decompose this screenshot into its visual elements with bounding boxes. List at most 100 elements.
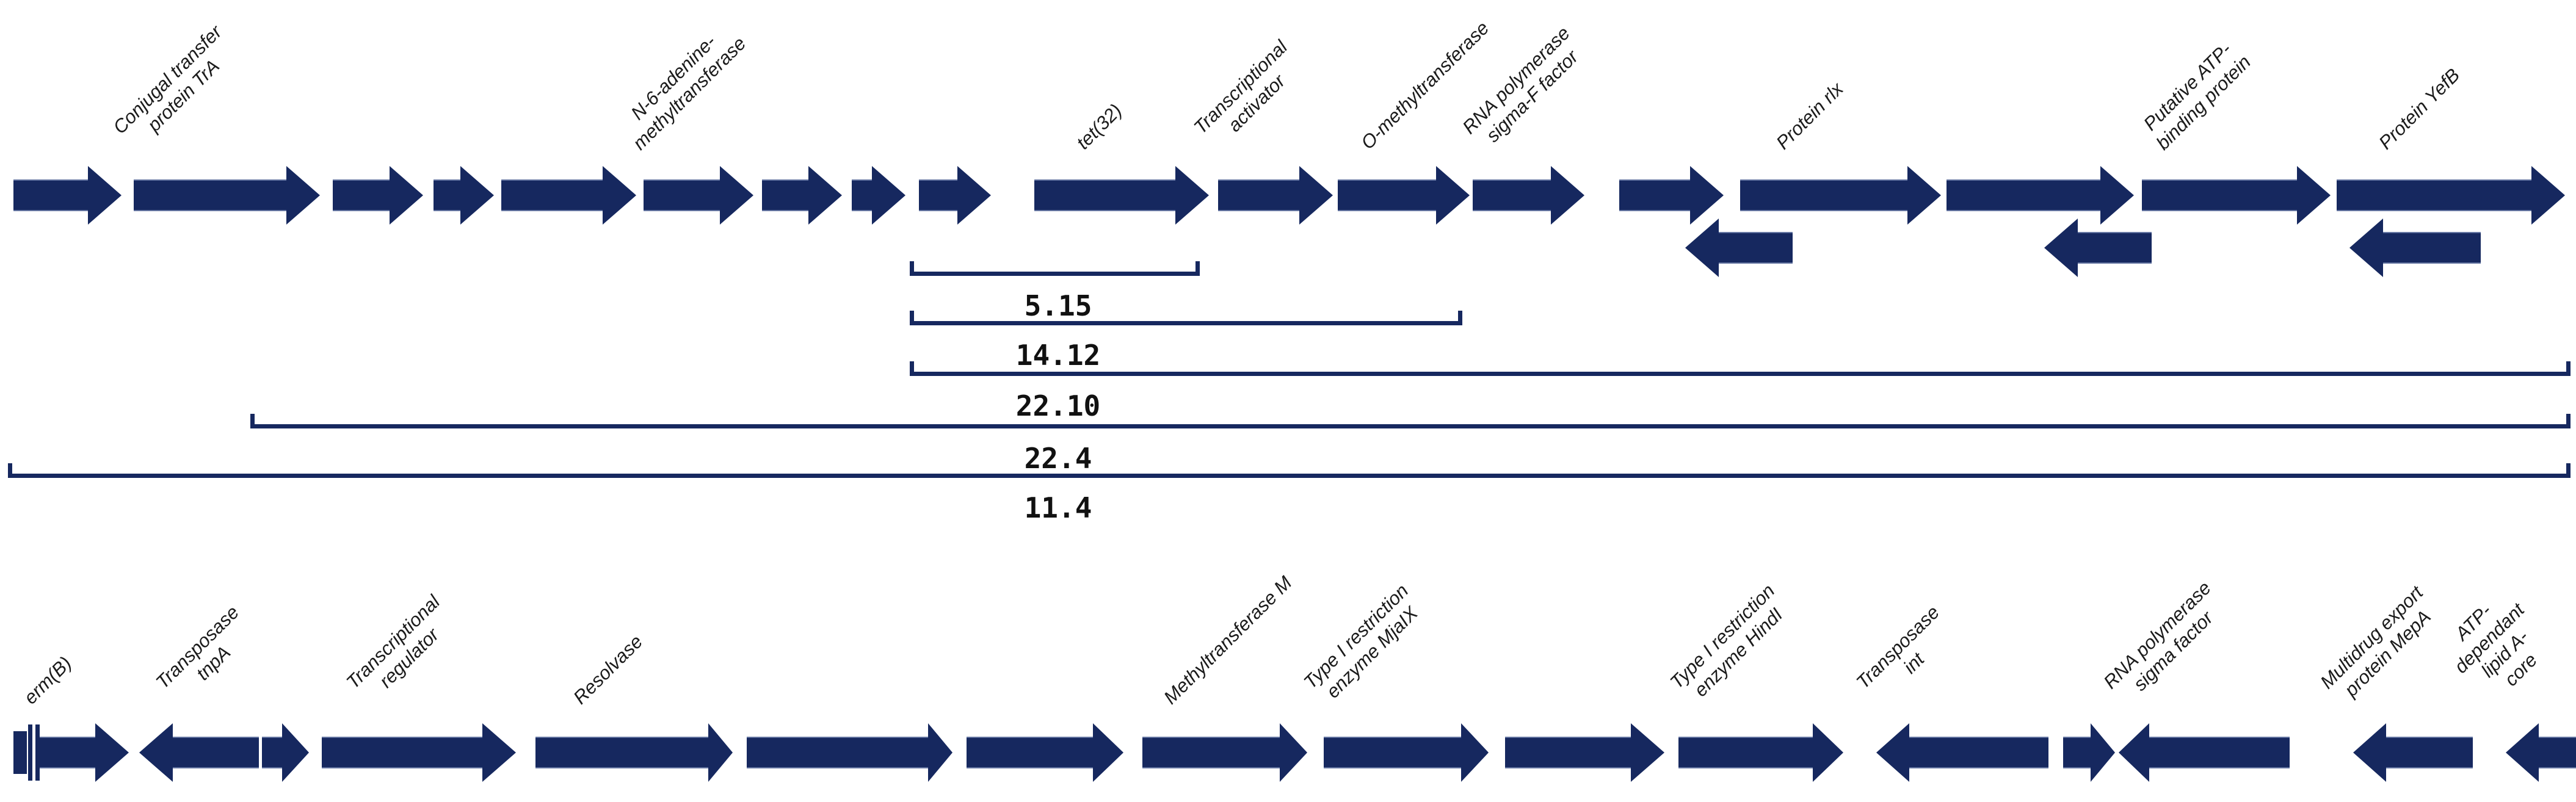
boundary-bar-2 — [35, 724, 40, 781]
arrow-head-right — [1690, 166, 1724, 225]
gene-label-type-i-restriction-enzyme-mjaix: Type I restriction enzyme MjaIX — [1299, 579, 1422, 703]
arrow-head-right — [1461, 723, 1489, 782]
gene-arrow-body — [1473, 179, 1551, 211]
arrow-head-right — [720, 166, 753, 225]
gene-arrow-bot-6 — [747, 723, 952, 782]
gene-arrow-body — [173, 737, 259, 768]
boundary-bar-1 — [28, 724, 32, 781]
arrow-head-right — [1907, 166, 1941, 225]
gene-arrow-top-10 — [1034, 166, 1209, 225]
arrow-head-right — [1813, 723, 1843, 782]
gene-arrow-body — [1324, 737, 1461, 768]
gene-arrow-bot-1 — [40, 723, 129, 782]
gene-label-transcriptional-regulator: Transcriptional regulator — [342, 591, 444, 693]
gene-label-transcriptional-activator: Transcriptional activator — [1189, 36, 1292, 139]
arrow-head-left — [1876, 723, 1909, 782]
gene-arrow-body — [262, 737, 282, 768]
gene-arrow-bot-14 — [2119, 723, 2290, 782]
gene-arrow-top-8 — [852, 166, 905, 225]
gene-arrow-top-rev-1 — [1685, 219, 1793, 277]
gene-arrow-top-rev-3 — [2349, 219, 2481, 277]
gene-label-atp-dependant-lipid-a-core: ATP-dependant lipid A-core — [2450, 598, 2542, 690]
gene-arrow-body — [747, 737, 928, 768]
arrow-head-right — [2100, 166, 2134, 225]
bracket-value-22.10: 22.10 — [1015, 389, 1101, 422]
arrow-head-right — [282, 723, 309, 782]
gene-label-methyltransferase-m: Methyltransferase M — [1159, 572, 1296, 709]
arrow-head-right — [460, 166, 494, 225]
gene-arrow-body — [1678, 737, 1813, 768]
gene-arrow-body — [2149, 737, 2290, 768]
arrow-head-right — [286, 166, 320, 225]
gene-arrow-top-15 — [1740, 166, 1941, 225]
gene-arrow-top-rev-2 — [2044, 219, 2152, 277]
arrow-head-right — [95, 723, 129, 782]
gene-arrow-bot-15 — [2353, 723, 2473, 782]
arrow-head-right — [1175, 166, 1209, 225]
gene-arrow-body — [2142, 179, 2297, 211]
arrow-head-right — [2091, 723, 2115, 782]
arrow-head-right — [1299, 166, 1333, 225]
gene-arrow-body — [2078, 232, 2152, 264]
bracket-value-22.4: 22.4 — [1024, 442, 1092, 475]
gene-arrow-top-11 — [1218, 166, 1333, 225]
gene-label-protein-rlx: Protein rlx — [1772, 78, 1848, 154]
arrow-head-left — [2119, 723, 2149, 782]
gene-arrow-top-9 — [919, 166, 991, 225]
bracket-5.15 — [910, 261, 1200, 276]
gene-arrow-top-2 — [134, 166, 320, 225]
gene-label-putative-atp-binding-protein: Putative ATP- binding protein — [2139, 38, 2255, 154]
arrow-head-right — [390, 166, 423, 225]
arrow-head-right — [1436, 166, 1470, 225]
gene-arrow-top-5 — [501, 166, 636, 225]
gene-arrow-bot-16 — [2506, 723, 2576, 782]
gene-arrow-body — [1619, 179, 1690, 211]
gene-arrow-body — [762, 179, 808, 211]
gene-arrow-body — [13, 179, 88, 211]
gene-arrow-top-12 — [1338, 166, 1470, 225]
gene-arrow-bot-4 — [322, 723, 516, 782]
gene-arrow-body — [1947, 179, 2100, 211]
arrow-head-right — [1280, 723, 1307, 782]
gene-arrow-bot-7 — [967, 723, 1123, 782]
arrow-head-left — [2044, 219, 2078, 277]
gene-arrow-body — [535, 737, 708, 768]
arrow-head-left — [2506, 723, 2539, 782]
gene-arrow-body — [1505, 737, 1631, 768]
bracket-14.12 — [910, 311, 1462, 325]
gene-arrow-bot-10 — [1505, 723, 1664, 782]
gene-arrow-body — [2063, 737, 2091, 768]
gene-arrow-top-4 — [434, 166, 494, 225]
gene-arrow-body — [1218, 179, 1299, 211]
gene-arrow-body — [1142, 737, 1280, 768]
gene-arrow-body — [322, 737, 482, 768]
gene-label-n6-adenine-methyltransferase: N-6-adenine- methyltransferase — [626, 31, 750, 154]
arrow-head-right — [872, 166, 905, 225]
gene-arrow-top-13 — [1473, 166, 1584, 225]
gene-arrow-bot-3 — [262, 723, 309, 782]
gene-arrow-bot-2 — [139, 723, 259, 782]
gene-arrow-body — [919, 179, 957, 211]
gene-arrow-top-7 — [762, 166, 842, 225]
gene-arrow-body — [1909, 737, 2048, 768]
arrow-head-right — [708, 723, 733, 782]
arrow-head-right — [957, 166, 991, 225]
arrow-head-left — [1685, 219, 1719, 277]
gene-label-conjugal-transfer-protein-tra: Conjugal transfer protein TrA — [109, 21, 226, 139]
gene-arrow-body — [1338, 179, 1436, 211]
gene-arrow-bot-13 — [2063, 723, 2115, 782]
gene-arrow-body — [967, 737, 1093, 768]
gene-arrow-body — [2386, 737, 2473, 768]
gene-label-type-i-restriction-enzyme-hindi: Type I restriction enzyme HindI — [1666, 579, 1787, 701]
gene-arrow-body — [644, 179, 720, 211]
gene-arrow-body — [1719, 232, 1793, 264]
arrow-head-right — [2297, 166, 2331, 225]
gene-label-ermb: erm(B) — [20, 652, 76, 709]
gene-label-transposase-tnpa: Transposase tnpA — [151, 601, 244, 693]
gene-arrow-body — [40, 737, 95, 768]
gene-arrow-body — [2383, 232, 2481, 264]
arrow-head-right — [1093, 723, 1123, 782]
gene-label-multidrug-export-protein-mepa: Multidrug export protein MepA — [2316, 582, 2435, 701]
bracket-value-14.12: 14.12 — [1015, 339, 1101, 372]
